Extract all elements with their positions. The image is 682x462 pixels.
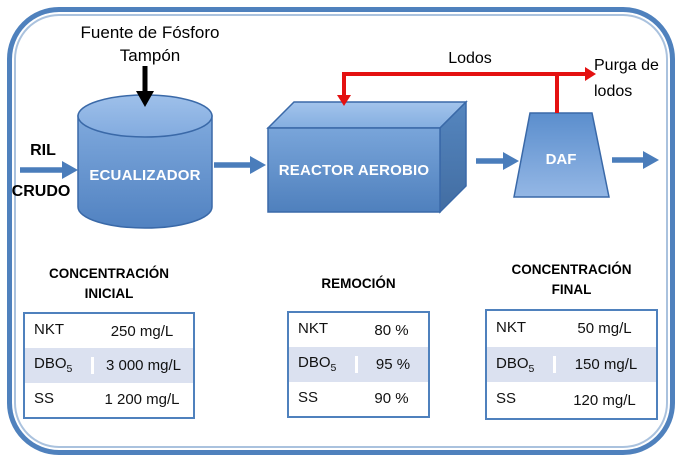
reactor-to-daf-arrow xyxy=(476,152,519,170)
influent-label-crudo: CRUDO xyxy=(11,183,71,200)
sludge-arrowhead-to-purge xyxy=(585,67,596,81)
initial-concentration-table: NKT 250 mg/L DBO5 3 000 mg/L SS 1 200 mg… xyxy=(23,312,195,419)
equalizer-cylinder xyxy=(77,94,213,229)
table-row: DBO5 95 % xyxy=(289,347,428,382)
param-cell: SS xyxy=(298,388,319,406)
influent-label-ril: RIL xyxy=(30,142,56,159)
final-concentration-table: NKT 50 mg/L DBO5 150 mg/L SS 120 mg/L xyxy=(485,309,658,420)
param-cell: DBO5 xyxy=(496,354,535,375)
value-cell: 150 mg/L xyxy=(553,356,656,373)
param-cell: SS xyxy=(496,390,517,408)
param-cell: DBO5 xyxy=(34,355,73,376)
param-cell: NKT xyxy=(496,318,526,336)
sludge-recycle-line xyxy=(337,67,596,106)
daf-label: DAF xyxy=(545,151,577,168)
table-row: SS 120 mg/L xyxy=(487,382,656,418)
purge-label: Purga de lodos xyxy=(594,53,678,105)
table-row: NKT 80 % xyxy=(289,313,428,347)
value-cell: 1 200 mg/L xyxy=(104,391,180,409)
value-cell: 95 % xyxy=(355,355,428,373)
value-cell: 80 % xyxy=(374,321,409,339)
value-cell: 50 mg/L xyxy=(577,320,632,338)
sludge-label: Lodos xyxy=(448,50,492,67)
param-cell: SS xyxy=(34,389,55,407)
reactor-label: REACTOR AEROBIO xyxy=(278,162,430,179)
outer-border xyxy=(7,7,675,455)
value-cell: 250 mg/L xyxy=(110,322,174,340)
table-row: DBO5 3 000 mg/L xyxy=(25,348,193,383)
value-cell: 90 % xyxy=(374,390,409,408)
daf-trapezoid xyxy=(513,112,610,198)
table-row: DBO5 150 mg/L xyxy=(487,346,656,383)
equalizer-label: ECUALIZADOR xyxy=(89,167,201,184)
value-cell: 120 mg/L xyxy=(573,391,636,409)
purge-label-line2: lodos xyxy=(594,83,633,100)
aerobic-reactor-box xyxy=(266,100,468,214)
param-cell: NKT xyxy=(298,320,328,338)
table-row: SS 90 % xyxy=(289,382,428,416)
influent-arrow xyxy=(20,161,78,179)
table-row: SS 1 200 mg/L xyxy=(25,383,193,417)
sludge-arrowhead-to-reactor xyxy=(337,95,351,106)
removal-title: REMOCIÓN xyxy=(321,276,396,291)
value-cell: 3 000 mg/L xyxy=(91,356,193,374)
param-cell: NKT xyxy=(34,321,64,339)
phosphorus-source-line2: Tampón xyxy=(119,46,181,65)
table-row: NKT 250 mg/L xyxy=(25,314,193,348)
phosphorus-arrow xyxy=(136,66,154,107)
equalizer-to-reactor-arrow xyxy=(214,156,266,174)
table-row: NKT 50 mg/L xyxy=(487,311,656,347)
final-concentration-title: CONCENTRACIÓN FINAL xyxy=(511,262,632,297)
phosphorus-source-line1: Fuente de Fósforo xyxy=(80,23,220,42)
purge-label-line1: Purga de xyxy=(594,57,659,74)
removal-table: NKT 80 % DBO5 95 % SS 90 % xyxy=(287,311,430,418)
initial-concentration-title: CONCENTRACIÓN INICIAL xyxy=(49,266,169,301)
param-cell: DBO5 xyxy=(298,354,337,375)
daf-outlet-arrow xyxy=(612,151,659,169)
phosphorus-source-label: Fuente de Fósforo Tampón xyxy=(55,21,245,67)
